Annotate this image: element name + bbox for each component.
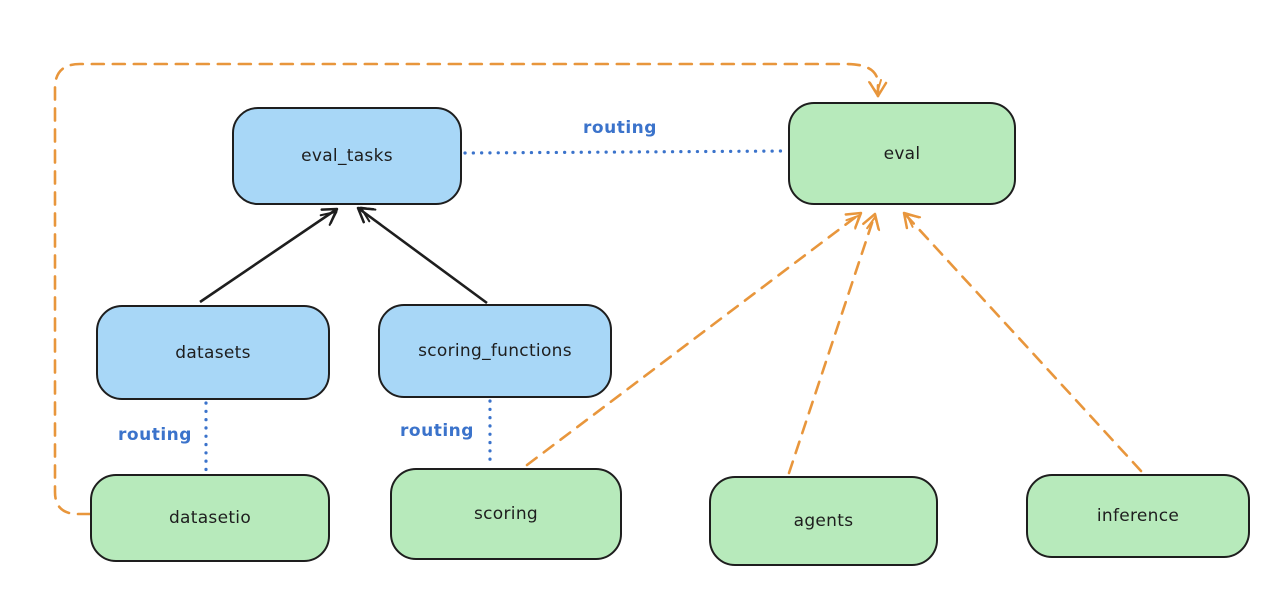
node-eval-tasks: eval_tasks	[232, 107, 462, 205]
edge-label-routing-top: routing	[583, 118, 657, 138]
node-label: datasets	[175, 342, 251, 363]
edge-datasetio-to-eval	[53, 62, 888, 516]
node-inference: inference	[1026, 474, 1250, 558]
node-label: eval	[883, 143, 921, 164]
node-eval: eval	[788, 102, 1016, 205]
edge-label-routing-mid: routing	[400, 421, 474, 441]
edge-inference-to-eval	[902, 211, 1143, 473]
edge-scoring-to-eval	[525, 211, 863, 467]
node-label: datasetio	[168, 508, 252, 528]
node-label: eval_tasks	[301, 146, 393, 166]
node-agents: agents	[709, 476, 938, 566]
node-label: scoring_functions	[418, 341, 572, 361]
node-label: scoring	[474, 504, 538, 524]
node-scoring: scoring	[390, 468, 622, 560]
edge-eval-tasks-to-eval-routing	[463, 149, 787, 155]
edge-agents-to-eval	[787, 212, 881, 475]
node-label: inference	[1096, 506, 1180, 526]
node-datasetio: datasetio	[90, 474, 330, 562]
node-label: agents	[793, 511, 854, 531]
edge-label-routing-left: routing	[118, 425, 192, 445]
node-datasets: datasets	[96, 305, 330, 400]
edge-scoring-functions-to-eval-tasks	[356, 206, 488, 305]
edge-datasets-to-eval-tasks	[199, 207, 339, 304]
node-scoring-functions: scoring_functions	[378, 304, 612, 398]
